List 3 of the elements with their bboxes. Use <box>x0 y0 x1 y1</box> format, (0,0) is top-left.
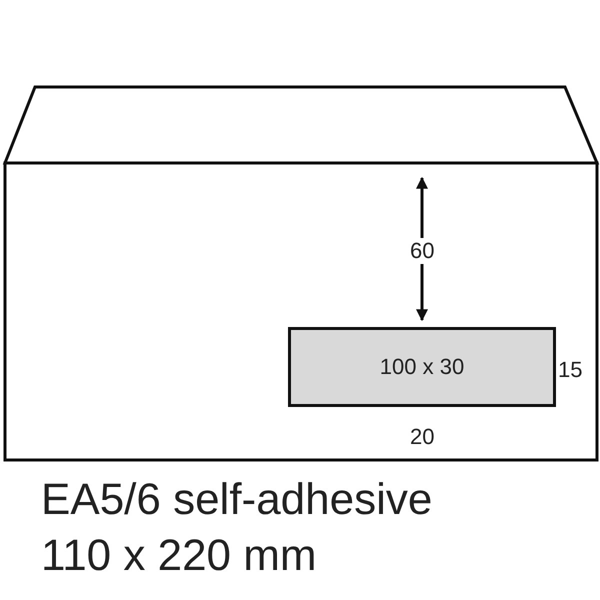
dimension-label: 60 <box>409 238 436 264</box>
window-size-label: 100 x 30 <box>380 354 464 380</box>
window-box <box>288 327 556 407</box>
